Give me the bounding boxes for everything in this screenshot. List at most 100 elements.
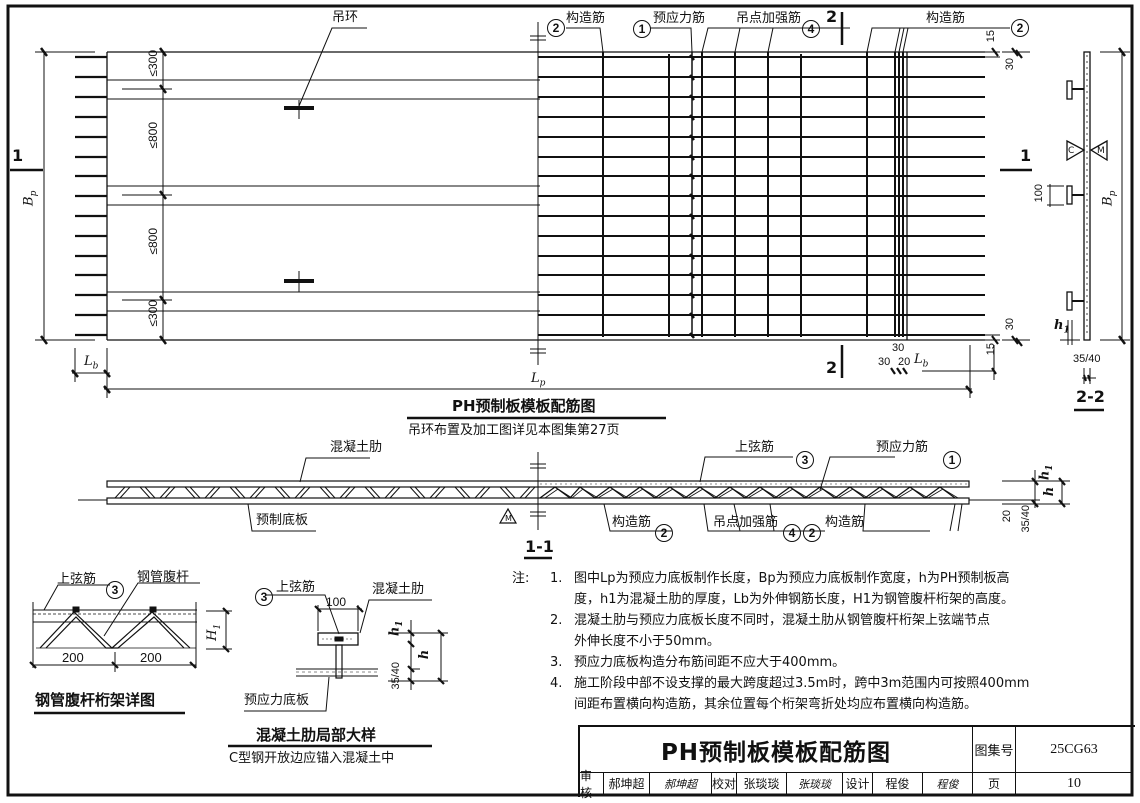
label-prestress-11: 预应力筋 xyxy=(876,440,929,455)
marker-4: 4 xyxy=(802,20,820,38)
dim-h1-rib: h1 xyxy=(387,620,406,637)
marker-2-11-left: 2 xyxy=(655,524,673,542)
atlas-number: 25CG63 xyxy=(1016,727,1133,773)
note-3: 3. 预应力底板构造分布筋间距不应大于400mm。 xyxy=(550,655,846,670)
label-steel-tube-web: 钢管腹杆 xyxy=(137,570,190,585)
dim-30-bot: 30 xyxy=(1004,318,1016,331)
label-lift-point-11: 吊点加强筋 xyxy=(713,515,779,530)
dim-h-11: h xyxy=(1042,486,1058,497)
dim-edge-top: ≤300 xyxy=(146,50,160,77)
marker-3-11: 3 xyxy=(796,451,814,469)
marker-4-11: 4 xyxy=(783,524,801,542)
section-2-2-linework xyxy=(1047,47,1130,412)
m-mark-11: M xyxy=(505,514,512,523)
page-number: 10 xyxy=(1016,773,1133,795)
designer-signature: 程俊 xyxy=(923,773,973,795)
label-top-chord-truss: 上弦筋 xyxy=(57,572,97,587)
dim-span-2: 200 xyxy=(140,650,162,665)
section-1-1-title: 1-1 xyxy=(525,537,554,556)
dim-mid-bottom: ≤800 xyxy=(146,228,160,255)
dim-thick-11: 35/40 xyxy=(1020,505,1032,533)
c-mark: C xyxy=(1068,146,1075,156)
label-construction-bar-11-left: 构造筋 xyxy=(612,515,652,530)
dim-30-b: 30 xyxy=(878,356,891,368)
dim-30-a: 30 xyxy=(892,342,905,354)
dim-mid-top: ≤800 xyxy=(146,122,160,149)
marker-2-11-right: 2 xyxy=(803,524,821,542)
dim-100-22: 100 xyxy=(1033,184,1045,203)
title-block-drawing-title: PH预制板模板配筋图 xyxy=(580,727,973,773)
dim-h1-11: h1 xyxy=(1037,464,1056,481)
dim-30-top: 30 xyxy=(1004,58,1016,71)
dim-edge-bottom: ≤300 xyxy=(146,300,160,327)
label-construction-bar-left: 构造筋 xyxy=(566,11,606,26)
note-1: 注: 1. 图中Lp为预应力底板制作长度，Bp为预应力底板制作宽度，h为PH预制… xyxy=(512,568,1132,610)
dim-lb-left: Lb xyxy=(84,354,99,372)
rib-detail-linework xyxy=(228,594,448,748)
check-label: 校对 xyxy=(712,773,737,795)
section-mark-2-bottom: 2 xyxy=(826,358,838,377)
truss-detail-title: 钢管腹杆桁架详图 xyxy=(35,691,156,709)
section-2-2-title: 2-2 xyxy=(1076,387,1105,406)
reviewer-signature: 郝坤超 xyxy=(650,773,712,795)
dim-lp: Lp xyxy=(531,371,546,389)
label-prestressed-plate: 预应力底板 xyxy=(244,693,310,708)
title-block: PH预制板模板配筋图 图集号 25CG63 审核 郝坤超 郝坤超 校对 张琰琰 … xyxy=(578,725,1135,800)
marker-1: 1 xyxy=(633,20,651,38)
notes-lead: 注: xyxy=(512,571,530,586)
checker-signature: 张琰琰 xyxy=(787,773,843,795)
dim-bp: Bp xyxy=(21,190,39,206)
designer-name: 程俊 xyxy=(873,773,923,795)
label-construction-bar-11-right: 构造筋 xyxy=(825,515,865,530)
truss-detail-linework xyxy=(29,582,232,715)
dim-100-rib: 100 xyxy=(326,595,347,609)
dim-20-11: 20 xyxy=(1001,510,1013,523)
dim-thick-rib: 35/40 xyxy=(390,662,402,690)
checker-name: 张琰琰 xyxy=(737,773,787,795)
marker-3-truss: 3 xyxy=(106,581,124,599)
label-lifting-ring: 吊环 xyxy=(332,10,359,25)
rib-detail-title: 混凝土肋局部大样 xyxy=(256,726,377,744)
atlas-label: 图集号 xyxy=(973,727,1016,773)
design-label: 设计 xyxy=(843,773,873,795)
note-4: 4. 施工阶段中部不设支撑的最大跨度超过3.5m时，跨中3m范围内可按照400m… xyxy=(550,676,1030,712)
note-2: 2. 混凝土肋与预应力底板长度不同时，混凝土肋从钢管腹杆桁架上弦端节点 外伸长度… xyxy=(550,613,991,649)
label-top-chord-11: 上弦筋 xyxy=(735,440,775,455)
review-label: 审核 xyxy=(580,769,604,800)
section-1-1-linework xyxy=(78,452,1070,560)
dim-H1: H1 xyxy=(205,623,223,641)
dim-thick-22: 35/40 xyxy=(1073,353,1101,365)
label-prestress-bar: 预应力筋 xyxy=(653,11,706,26)
dim-span-1: 200 xyxy=(62,650,84,665)
page-label: 页 xyxy=(973,773,1016,795)
dim-h1-22: h1 xyxy=(1054,318,1070,336)
marker-1-11: 1 xyxy=(943,451,961,469)
dim-20: 20 xyxy=(898,356,911,368)
section-mark-2-top: 2 xyxy=(826,7,838,26)
label-concrete-rib-11: 混凝土肋 xyxy=(330,440,383,455)
marker-2: 2 xyxy=(547,19,565,37)
dim-lb-right: Lb xyxy=(914,352,929,370)
label-lift-point-reinforcement: 吊点加强筋 xyxy=(736,11,802,26)
label-precast-bottom-plate: 预制底板 xyxy=(256,513,309,528)
m-mark: M xyxy=(1097,146,1105,156)
plan-view-title: PH预制板模板配筋图 xyxy=(452,397,596,415)
label-concrete-rib-detail: 混凝土肋 xyxy=(372,582,425,597)
dim-h-rib: h xyxy=(417,649,433,660)
dim-15-bot: 15 xyxy=(985,343,997,356)
sheet-frame xyxy=(6,4,1134,797)
label-construction-bar-right: 构造筋 xyxy=(926,11,966,26)
notes-block: 注: 1. 图中Lp为预应力底板制作长度，Bp为预应力底板制作宽度，h为PH预制… xyxy=(512,568,1132,715)
rib-detail-subtitle: C型钢开放边应锚入混凝土中 xyxy=(229,751,395,766)
section-mark-1-left: 1 xyxy=(12,146,24,165)
reviewer-name: 郝坤超 xyxy=(604,773,650,795)
plan-view-linework xyxy=(10,12,1032,420)
marker-2-right: 2 xyxy=(1011,19,1029,37)
label-top-chord-rib: 上弦筋 xyxy=(276,580,316,595)
section-mark-1-right: 1 xyxy=(1020,146,1032,165)
dim-15-top: 15 xyxy=(985,30,997,43)
plan-view-subtitle: 吊环布置及加工图详见本图集第27页 xyxy=(408,423,620,438)
dim-bp-22: Bp xyxy=(1100,190,1118,206)
